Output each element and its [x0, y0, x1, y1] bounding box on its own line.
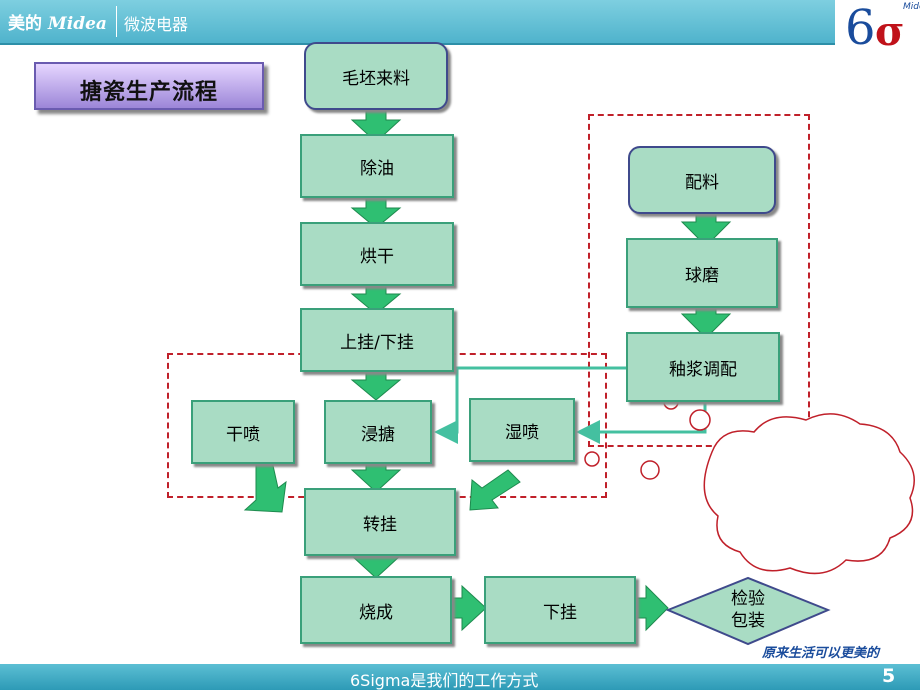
- brand-logo: 美的 Midea: [8, 9, 107, 34]
- header-divider: [116, 6, 117, 37]
- node-dry-spray-label: 干喷: [226, 424, 260, 445]
- node-hang-unhang: 上挂/下挂: [300, 308, 454, 372]
- page-title-box: 搪瓷生产流程: [34, 62, 264, 110]
- footer-slogan: 6Sigma是我们的工作方式: [350, 671, 539, 690]
- arrow-diag-right: [469, 469, 521, 511]
- node-unhang-label: 下挂: [543, 602, 577, 623]
- node-dry-spray: 干喷: [191, 400, 295, 464]
- tagline: 原来生活可以更美的: [762, 646, 880, 661]
- thought-cloud: [536, 379, 915, 575]
- node-batching: 配料: [628, 146, 776, 214]
- node-inspect-pack: 检验 包装: [708, 588, 788, 632]
- cloud-bubble-3: [640, 460, 660, 480]
- node-blank-incoming: 毛坯来料: [304, 42, 448, 110]
- node-firing-label: 烧成: [359, 602, 393, 623]
- node-unhang: 下挂: [484, 576, 636, 644]
- node-transfer-hang: 转挂: [304, 488, 456, 556]
- cloud-bubble-4: [584, 451, 600, 467]
- logo-brand: Midea: [903, 2, 920, 12]
- brand-name: 美的: [8, 14, 42, 34]
- page-number: 5: [882, 665, 896, 687]
- department-name: 微波电器: [124, 15, 189, 34]
- node-dip-enamel: 浸搪: [324, 400, 432, 464]
- cloud-bubble-1: [689, 409, 711, 431]
- logo-six: 6: [845, 0, 876, 56]
- node-wet-spray-label: 湿喷: [505, 422, 539, 443]
- connector-glaze-to-dip: [434, 366, 627, 444]
- node-degrease: 除油: [300, 134, 454, 198]
- node-firing: 烧成: [300, 576, 452, 644]
- node-pack-label: 包装: [731, 611, 765, 631]
- node-dry-label: 烘干: [360, 246, 394, 267]
- six-sigma-logo: Midea 6 σ: [845, 0, 920, 56]
- arrow-down-4: [350, 369, 402, 401]
- node-dip-enamel-label: 浸搪: [361, 424, 395, 445]
- glaze-prep-group-frame: [588, 114, 810, 447]
- node-blank-incoming-label: 毛坯来料: [342, 68, 410, 89]
- node-glaze-mix: 釉浆调配: [626, 332, 780, 402]
- node-degrease-label: 除油: [360, 158, 394, 179]
- node-wet-spray: 湿喷: [469, 398, 575, 462]
- connector-glaze-to-wet: [576, 400, 707, 444]
- arrow-down-2: [350, 195, 402, 229]
- brand-mark: Midea: [47, 14, 107, 34]
- logo-sigma: σ: [875, 8, 905, 55]
- node-hang-unhang-label: 上挂/下挂: [340, 332, 414, 353]
- decision-shape: [665, 576, 831, 646]
- footer-bar: 6Sigma是我们的工作方式 5: [0, 664, 920, 690]
- arrow-down-1: [350, 107, 402, 143]
- node-inspect-label: 检验: [731, 589, 765, 609]
- node-batching-label: 配料: [685, 172, 719, 193]
- node-glaze-mix-label: 釉浆调配: [669, 359, 737, 380]
- node-dry: 烘干: [300, 222, 454, 286]
- arrow-right-1: [447, 584, 487, 632]
- node-transfer-hang-label: 转挂: [363, 514, 397, 535]
- node-ball-mill: 球磨: [626, 238, 778, 308]
- node-ball-mill-label: 球磨: [685, 265, 719, 286]
- page-title: 搪瓷生产流程: [79, 80, 218, 105]
